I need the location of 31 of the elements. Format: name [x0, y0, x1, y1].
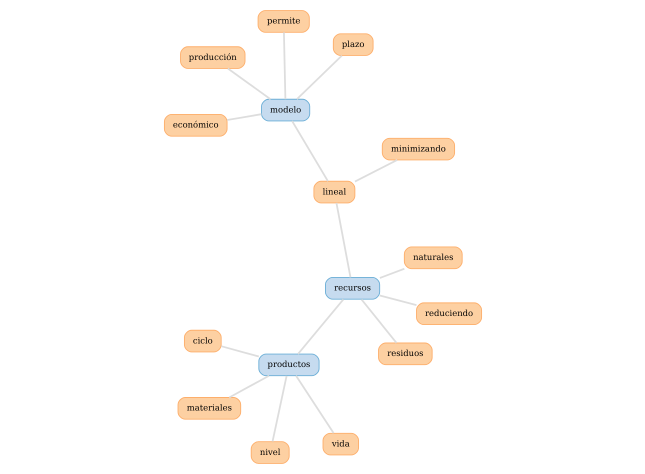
- connector: [296, 54, 342, 100]
- node-box: económico: [163, 114, 228, 137]
- connector: [226, 68, 271, 100]
- node-box: nivel: [250, 441, 290, 464]
- node-box: plazo: [332, 33, 374, 56]
- node-box: residuos: [378, 342, 432, 366]
- connector: [290, 120, 328, 182]
- connector: [296, 298, 344, 354]
- node-box: naturales: [403, 246, 462, 270]
- node-box: vida: [322, 432, 359, 456]
- node-box: materiales: [177, 397, 241, 420]
- node-box: reduciendo: [416, 302, 482, 326]
- connector: [354, 159, 398, 182]
- node-box: lineal: [312, 180, 355, 204]
- connector: [294, 375, 334, 434]
- connector: [271, 376, 287, 442]
- node-box: ciclo: [183, 330, 222, 352]
- node-box: minimizando: [381, 138, 455, 160]
- node-box: producción: [180, 46, 245, 69]
- node-box: permite: [257, 10, 310, 33]
- connector: [379, 268, 404, 279]
- connector: [335, 202, 351, 278]
- connector: [360, 298, 397, 344]
- connector: [228, 374, 269, 398]
- node-box: modelo: [260, 98, 310, 122]
- connector: [226, 113, 262, 121]
- node-box: recursos: [324, 277, 380, 300]
- connector: [378, 294, 416, 306]
- node-box: productos: [258, 354, 320, 376]
- connector: [282, 32, 286, 100]
- connector: [220, 345, 259, 358]
